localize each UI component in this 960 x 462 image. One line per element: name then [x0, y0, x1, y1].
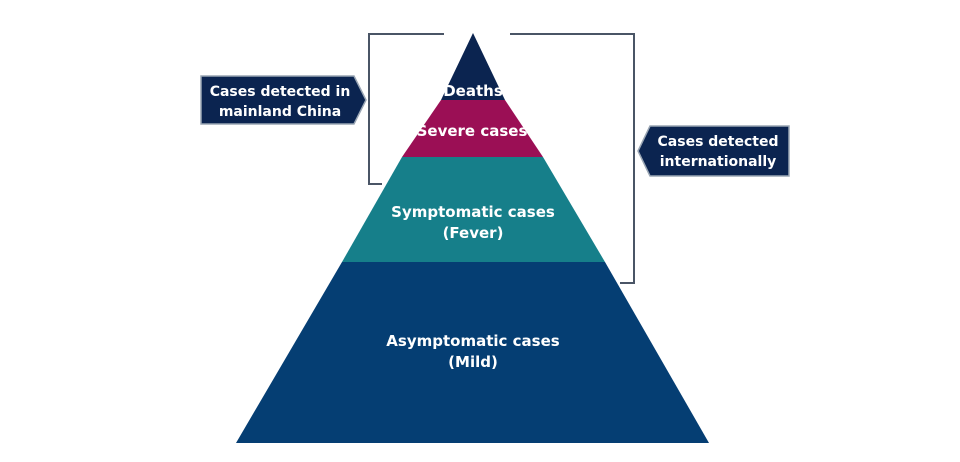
bracket-left: [368, 33, 444, 185]
tier-symptomatic: [342, 157, 605, 262]
callout-right-line2: internationally: [660, 154, 777, 170]
callout-left-line2: mainland China: [219, 104, 341, 120]
callout-internationally: Cases detected internationally: [637, 125, 790, 177]
tier-label-asymptomatic-line1: Asymptomatic cases: [386, 332, 559, 350]
tier-severe: [402, 100, 543, 157]
tier-label-symptomatic-line2: (Fever): [443, 224, 504, 242]
tier-label-symptomatic-line1: Symptomatic cases: [391, 203, 555, 221]
bracket-right: [510, 33, 635, 284]
callout-left-shape: [200, 75, 367, 125]
tier-label-severe: Severe cases: [417, 122, 528, 140]
tier-deaths: [441, 33, 505, 100]
callout-left-line1: Cases detected in: [210, 84, 351, 100]
tier-label-deaths: Deaths: [443, 82, 503, 100]
callout-right-line1: Cases detected: [658, 134, 779, 150]
tier-label-asymptomatic-line2: (Mild): [448, 353, 498, 371]
callout-mainland-china: Cases detected in mainland China: [200, 75, 367, 125]
callout-right-shape: [637, 125, 790, 177]
tier-asymptomatic: [236, 262, 709, 443]
